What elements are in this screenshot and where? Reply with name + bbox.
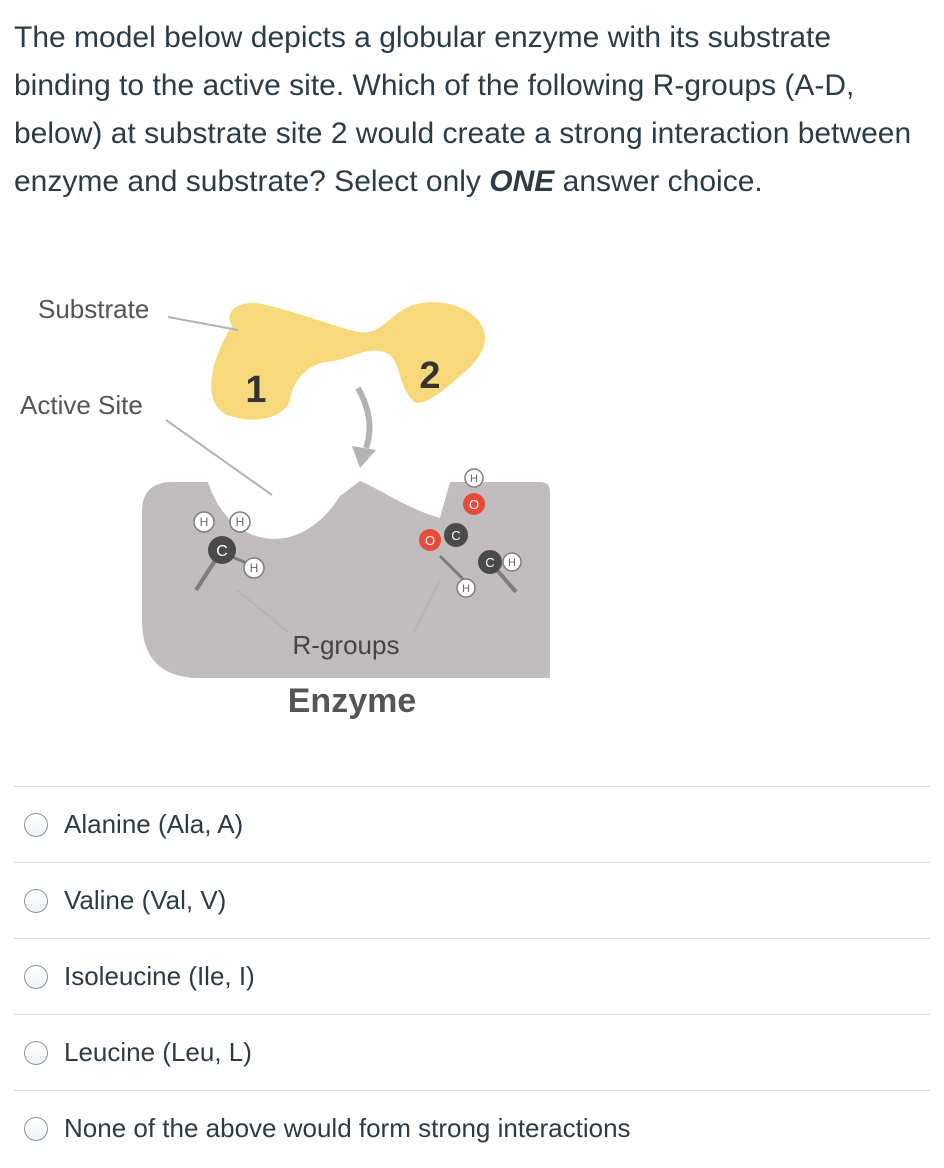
- atom-label-h: H: [236, 515, 245, 529]
- atom-label-c: C: [485, 555, 494, 570]
- rgroup-leader-left: [236, 589, 289, 633]
- radio-button[interactable]: [24, 964, 48, 989]
- answer-option[interactable]: Leucine (Leu, L): [14, 1015, 930, 1091]
- answer-list: Alanine (Ala, A) Valine (Val, V) Isoleuc…: [14, 786, 930, 1166]
- atom-label-h: H: [200, 515, 209, 529]
- answer-label: Isoleucine (Ile, I): [64, 961, 255, 991]
- radio-button[interactable]: [24, 1116, 48, 1141]
- substrate-label: Substrate: [38, 294, 149, 324]
- carbon-atom: [208, 536, 236, 564]
- question-emphasis: ONE: [489, 165, 555, 198]
- answer-label: Valine (Val, V): [64, 885, 227, 915]
- hydrogen-atom: [193, 511, 215, 533]
- atom-label-h: H: [250, 561, 259, 575]
- answer-label: Alanine (Ala, A): [64, 809, 244, 839]
- active-site-leader-line: [165, 419, 273, 496]
- site-2-label: 2: [419, 355, 440, 397]
- rgroup-leader-right: [413, 579, 441, 633]
- question-text: The model below depicts a globular enzym…: [14, 14, 924, 206]
- atom-label-c: C: [451, 528, 460, 543]
- radio-button[interactable]: [24, 1040, 48, 1065]
- hydrogen-atom: [464, 468, 484, 488]
- carbon-atom: [478, 550, 502, 574]
- answer-option[interactable]: Valine (Val, V): [14, 863, 930, 939]
- hydrogen-atom: [229, 511, 251, 533]
- substrate-leader-line: [167, 316, 239, 331]
- answer-label: Leucine (Leu, L): [64, 1037, 252, 1067]
- hydrogen-atom: [456, 578, 476, 598]
- oxygen-atom: [463, 493, 485, 515]
- rgroups-label: R-groups: [293, 630, 400, 660]
- answer-label: None of the above would form strong inte…: [64, 1113, 631, 1143]
- question-text-start: The model below depicts a globular enzym…: [14, 21, 912, 198]
- bond-right: [438, 554, 468, 584]
- atom-label-h: H: [462, 583, 470, 595]
- enzyme-substrate-figure: H H C H H O O C C H H Substrate Active S…: [0, 270, 600, 740]
- radio-button[interactable]: [24, 812, 48, 837]
- binding-arrowhead-icon: [352, 446, 376, 468]
- atom-label-c: C: [216, 543, 228, 560]
- enzyme-label: Enzyme: [288, 682, 417, 720]
- oxygen-atom: [419, 529, 441, 551]
- question-text-end: answer choice.: [554, 165, 763, 198]
- answer-option[interactable]: Alanine (Ala, A): [14, 787, 930, 863]
- answer-option[interactable]: Isoleucine (Ile, I): [14, 939, 930, 1015]
- active-site-label: Active Site: [20, 390, 143, 420]
- radio-button[interactable]: [24, 888, 48, 913]
- atom-label-h: H: [508, 557, 516, 569]
- site-1-label: 1: [245, 369, 266, 411]
- enzyme-diagram: H H C H H O O C C H H Substrate Active S…: [20, 294, 550, 720]
- atom-label-h: H: [470, 473, 478, 485]
- hydrogen-atom: [502, 552, 522, 572]
- carbon-atom: [444, 523, 468, 547]
- answer-option[interactable]: None of the above would form strong inte…: [14, 1091, 930, 1166]
- hydrogen-atom: [243, 557, 265, 579]
- binding-arrow-icon: [355, 386, 373, 450]
- substrate-body: [211, 302, 485, 420]
- atom-label-o: O: [425, 533, 435, 548]
- atom-label-o: O: [469, 497, 479, 512]
